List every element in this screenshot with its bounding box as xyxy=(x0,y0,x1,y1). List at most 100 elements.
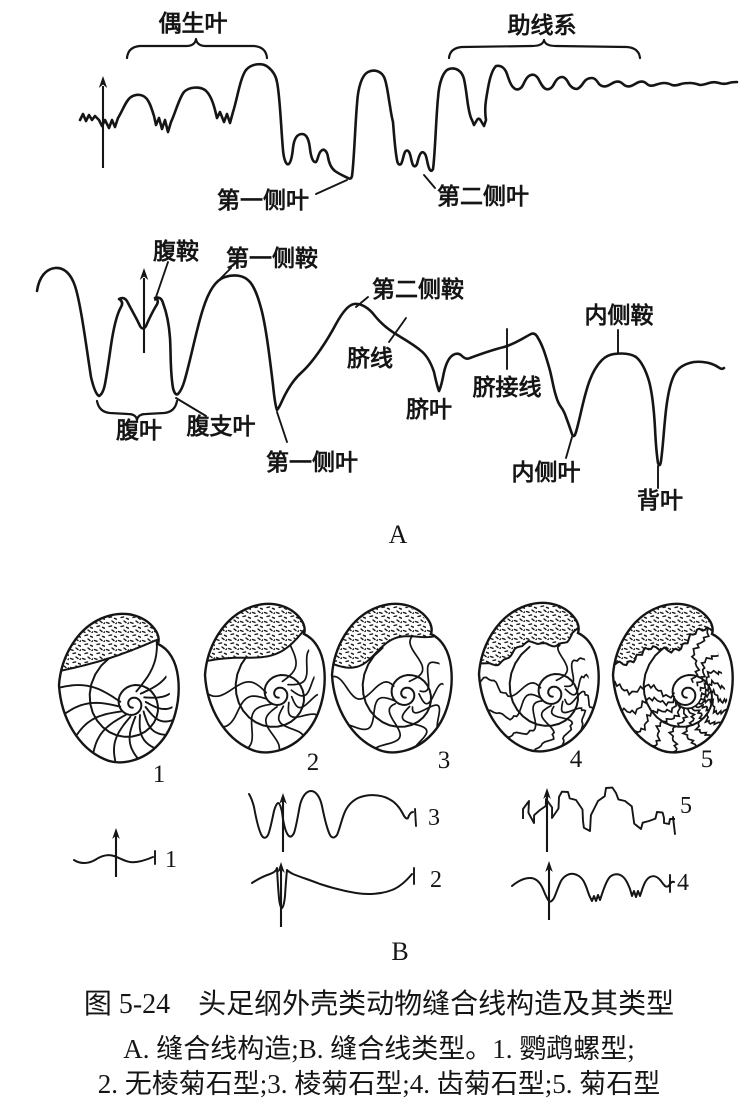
auxiliary-series-label: 助线系 xyxy=(508,12,577,38)
shell-spiral xyxy=(361,646,432,728)
body-chamber-boundary xyxy=(59,638,160,672)
nautilitic-suture-pattern xyxy=(73,854,154,864)
ventral-lobe-label: 腹叶 xyxy=(116,417,162,443)
shell-outline xyxy=(57,612,180,764)
adventitious-lobes-brace xyxy=(125,37,269,60)
shell-outline xyxy=(611,602,734,754)
shell-4-number: 4 xyxy=(570,746,583,773)
suture-line xyxy=(613,695,676,716)
shell-body-chamber xyxy=(614,604,715,666)
suture-structure-diagram: 偶生叶 助线系 第一侧叶 第二侧叶 腹鞍 第一侧鞍 第二侧鞍 脐线 脐叶 脐接线… xyxy=(35,11,739,549)
first-lateral-saddle-leader xyxy=(219,267,232,280)
upper-suture-curve xyxy=(78,62,739,180)
internal-lobe-label: 内侧叶 xyxy=(512,459,581,485)
shell-spiral xyxy=(642,646,713,728)
suture-line xyxy=(332,675,395,700)
first-lateral-lobe-upper-label: 第一侧叶 xyxy=(217,187,309,213)
shell-outline xyxy=(203,602,326,754)
shell-3-number: 3 xyxy=(438,747,451,774)
ammonitic-suture-pattern-group xyxy=(522,786,675,832)
suture-line xyxy=(281,629,302,683)
suture-line xyxy=(113,715,132,763)
shell-outline xyxy=(330,602,453,754)
shell-spiral xyxy=(234,646,305,728)
ventral-branch-lobe-leader xyxy=(175,397,207,417)
suture-line xyxy=(143,672,179,699)
ceratitic-suture-pattern xyxy=(511,872,675,903)
up-arrow-head-icon xyxy=(277,862,285,873)
up-arrow-head-icon xyxy=(139,268,149,280)
first-lateral-saddle-label: 第一侧鞍 xyxy=(226,245,318,271)
body-chamber-boundary xyxy=(614,626,715,667)
suture-line xyxy=(408,636,438,683)
ventral-lobe-brace xyxy=(95,399,179,422)
shell-1-number: 1 xyxy=(153,761,166,788)
ventral-saddle-leader xyxy=(154,261,169,301)
shell-2-number: 2 xyxy=(307,749,320,776)
second-lateral-lobe-leader xyxy=(423,174,436,189)
ventral-branch-lobe-label: 腹支叶 xyxy=(187,413,256,439)
internal-lobe-leader xyxy=(565,436,573,459)
ammonitic-suture-line xyxy=(522,786,675,832)
first-lateral-lobe-lower-label: 第一侧叶 xyxy=(266,449,358,475)
suture-line xyxy=(613,678,675,699)
figure-caption-line3: 2. 无棱菊石型;3. 棱菊石型;4. 齿菊石型;5. 菊石型 xyxy=(98,1069,661,1099)
second-lateral-lobe-label: 第二侧叶 xyxy=(437,183,529,209)
suture-line xyxy=(144,694,179,710)
dorsal-lobe-label: 背叶 xyxy=(637,488,683,513)
adventitious-lobes-label: 偶生叶 xyxy=(159,11,228,36)
pattern-5-end-tick xyxy=(672,816,676,835)
umbilical-suture-label: 脐接线 xyxy=(472,374,542,400)
shell-4 xyxy=(477,601,600,753)
ventral-saddle-label: 腹鞍 xyxy=(153,238,199,264)
pattern-2-number: 2 xyxy=(430,867,442,893)
suture-line xyxy=(419,658,452,693)
shell-2 xyxy=(203,602,326,754)
shell-body-chamber xyxy=(206,604,305,661)
umbilical-lobe-label: 脐叶 xyxy=(405,396,452,422)
shell-spiral xyxy=(88,656,159,738)
umbilical-line-tick xyxy=(388,317,407,343)
up-arrow-head-icon xyxy=(545,861,553,872)
suture-line xyxy=(564,673,599,696)
body-chamber-boundary xyxy=(205,628,306,662)
pattern-3-end-tick xyxy=(414,808,417,827)
shell-5 xyxy=(611,602,734,754)
shell-body-chamber xyxy=(60,614,159,671)
section-b-label: B xyxy=(391,937,408,966)
suture-line xyxy=(690,627,711,683)
pattern-4-number: 4 xyxy=(677,870,689,896)
up-arrow-head-icon xyxy=(112,828,120,839)
section-a-label: A xyxy=(389,520,408,549)
pattern-3-number: 3 xyxy=(428,805,440,831)
first-lateral-lobe-leader xyxy=(315,179,348,195)
up-arrow-head-icon xyxy=(543,788,551,799)
anarcestid-suture-pattern xyxy=(251,867,413,909)
figure-caption-title: 图 5-24 头足纲外壳类动物缝合线构造及其类型 xyxy=(84,988,674,1020)
lower-suture-curve xyxy=(35,266,726,467)
suture-line xyxy=(264,705,281,753)
shell-body-chamber xyxy=(333,604,435,668)
shell-outline xyxy=(477,601,600,753)
body-chamber-boundary xyxy=(481,626,580,667)
second-lateral-saddle-label: 第二侧鞍 xyxy=(372,276,464,302)
shell-1 xyxy=(57,612,180,764)
suture-line xyxy=(660,704,689,753)
umbilical-line-label: 脐线 xyxy=(346,345,393,371)
up-arrow-head-icon xyxy=(98,76,108,88)
goniatitic-suture-pattern xyxy=(248,790,414,839)
first-lateral-lobe-lower-leader xyxy=(276,411,288,443)
suture-line xyxy=(533,704,556,752)
internal-saddle-label: 内侧鞍 xyxy=(585,302,654,328)
suture-pattern-row xyxy=(73,786,676,927)
figure-caption-line2: A. 缝合线构造;B. 缝合线类型。1. 鹦鹉螺型; xyxy=(123,1034,635,1064)
suture-line xyxy=(418,682,452,705)
suture-line xyxy=(90,713,127,763)
suture-line xyxy=(505,700,543,752)
pattern-1-number: 1 xyxy=(165,847,177,873)
shell-spiral xyxy=(508,645,579,727)
second-lateral-saddle-leader xyxy=(355,296,369,308)
suture-line xyxy=(479,676,542,698)
